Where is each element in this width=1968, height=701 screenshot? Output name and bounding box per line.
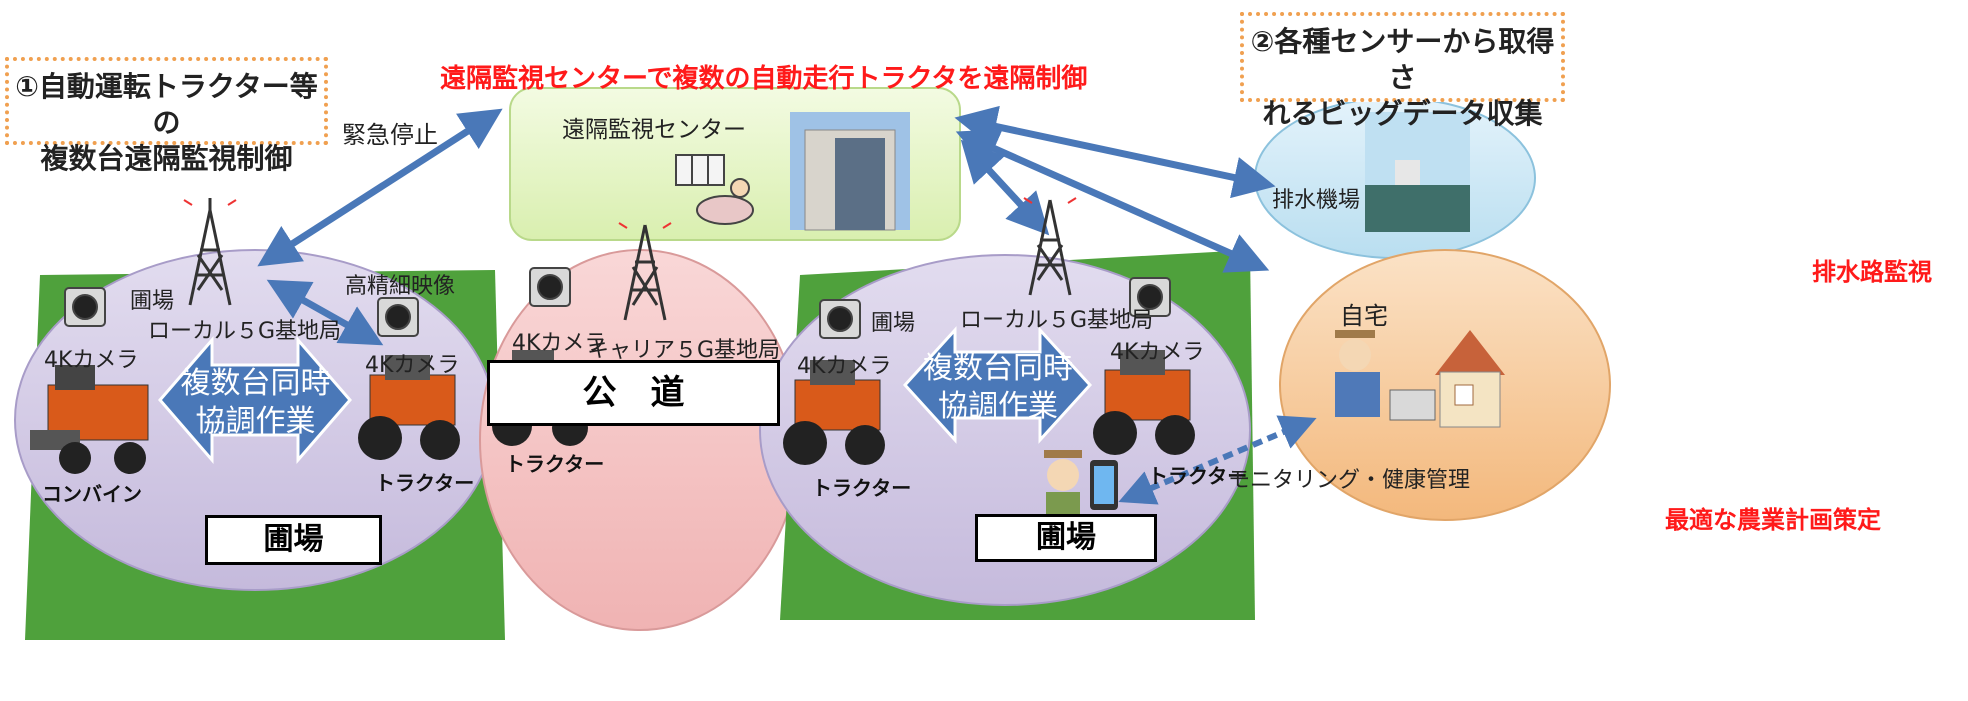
arrow-center-drainage — [954, 105, 1276, 199]
carrier-base-station-label: キャリア５G基地局 — [587, 338, 781, 363]
left-coop-line2: 協調作業 — [195, 404, 316, 439]
emergency-stop-label: 緊急停止 — [342, 121, 438, 149]
road-camera-label: 4Kカメラ — [512, 331, 607, 356]
tractor-icon — [30, 350, 1195, 474]
drainage-monitor-label: 排水路監視 — [1812, 258, 1932, 286]
tower-center — [623, 224, 667, 321]
right-coop-arrow — [902, 326, 1093, 444]
main-title: 遠隔監視センターで複数の自動走行トラクタを遠隔制御 — [440, 64, 1088, 94]
right-field-label: 圃場 — [871, 311, 916, 336]
callout-left-line1: ①自動運転トラクター等の — [15, 70, 318, 139]
left-coop-arrow — [158, 335, 352, 465]
right-tractor1-label: トラクター — [812, 476, 912, 500]
callout-right-line1: ②各種センサーから取得さ — [1250, 25, 1555, 94]
public-road-oval — [479, 249, 801, 631]
callout-right-line2: れるビッグデータ収集 — [1262, 97, 1543, 130]
home-label: 自宅 — [1340, 302, 1388, 330]
right-coop-text: 複数台同時 協調作業 — [918, 350, 1078, 426]
house-icon — [1435, 330, 1505, 428]
right-tractor2-label: トラクター — [1148, 464, 1248, 488]
callout-remote-control: ①自動運転トラクター等の 複数台遠隔監視制御 — [5, 57, 328, 175]
combine-label: コンバイン — [42, 482, 142, 506]
center-title: 遠隔監視センター — [562, 117, 746, 143]
left-coop-line1: 複数台同時 — [180, 366, 331, 401]
arrow-hd-video — [266, 279, 384, 346]
left-hd-video-label: 高精細映像 — [345, 274, 456, 299]
right-field-box: 圃場 — [975, 514, 1157, 562]
tower-right — [1028, 199, 1072, 296]
arrow-center-home — [955, 129, 1270, 273]
right-coop-line2: 協調作業 — [938, 389, 1058, 424]
callout-big-data: ②各種センサーから取得さ れるビッグデータ収集 — [1240, 12, 1565, 130]
callout-left-line2: 複数台遠隔監視制御 — [40, 142, 293, 175]
right-base-station-label: ローカル５G基地局 — [960, 308, 1154, 333]
building-icon — [790, 112, 910, 231]
left-field-label: 圃場 — [130, 289, 175, 314]
drainage-photo — [1365, 112, 1470, 232]
left-coop-text: 複数台同時 協調作業 — [178, 365, 333, 441]
left-field-box: 圃場 — [205, 515, 382, 565]
tower-left — [188, 198, 232, 306]
monitoring-health-label: モニタリング・健康管理 — [1228, 468, 1471, 493]
operator-icon — [675, 154, 754, 225]
right-camera1-label: 4Kカメラ — [797, 354, 892, 379]
left-camera1-label: 4Kカメラ — [44, 348, 139, 373]
farmer-laptop-icon — [1335, 330, 1436, 421]
camera-icon — [64, 267, 1171, 339]
arrow-emergency — [257, 108, 503, 267]
right-coop-line1: 複数台同時 — [923, 351, 1073, 386]
left-tractor-label: トラクター — [375, 471, 475, 495]
drainage-label: 排水機場 — [1272, 188, 1361, 213]
road-tractor-label: トラクター — [505, 452, 605, 476]
left-base-station-label: ローカル５G基地局 — [148, 319, 342, 344]
public-road-box: 公 道 — [487, 360, 780, 426]
optimal-plan-label: 最適な農業計画策定 — [1665, 506, 1881, 534]
arrow-dashed-home-phone — [1118, 415, 1317, 505]
left-camera2-label: 4Kカメラ — [365, 353, 460, 378]
right-camera2-label: 4Kカメラ — [1110, 340, 1205, 365]
